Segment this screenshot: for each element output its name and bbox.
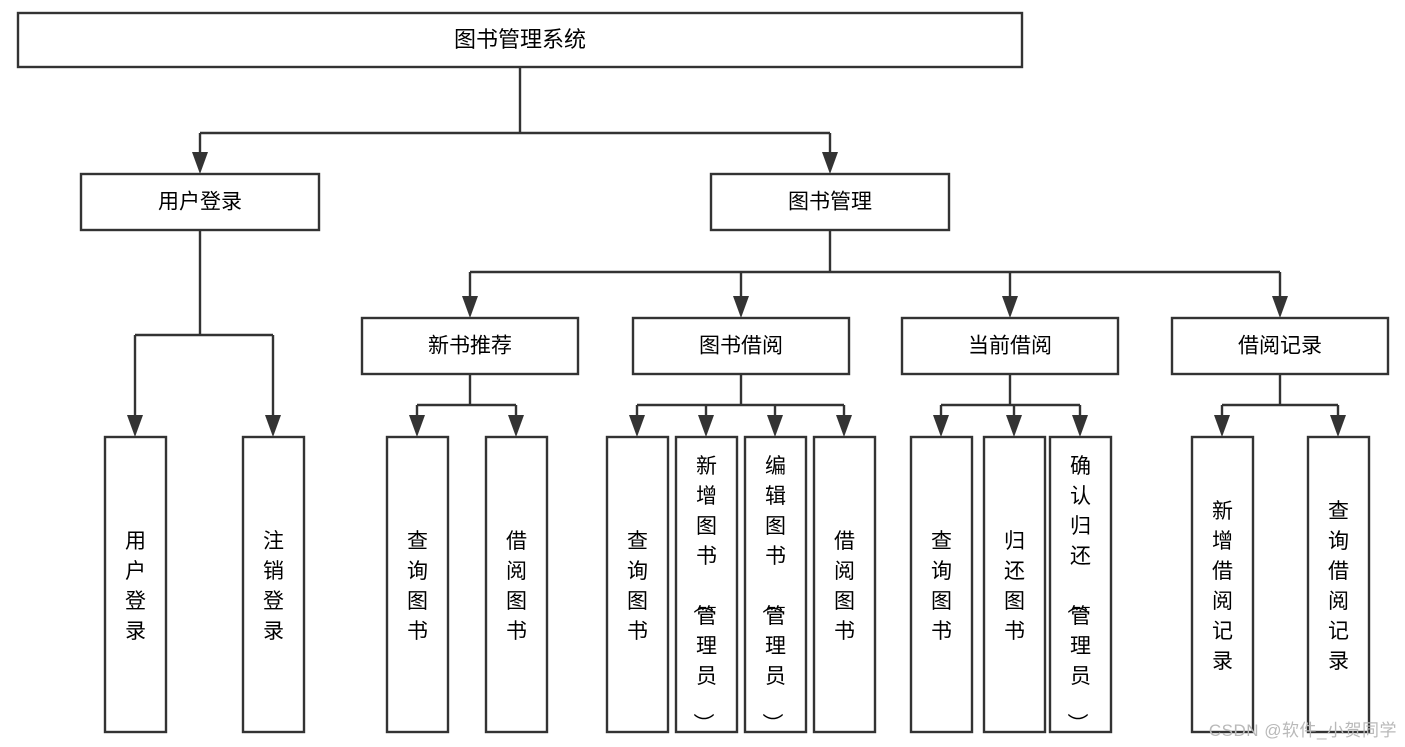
node-leaf-confirm-return[interactable]: 确认归还（管理员） bbox=[1048, 435, 1113, 734]
node-box-leaf-query-record[interactable] bbox=[1306, 435, 1371, 734]
node-label-user-login: 用户登录 bbox=[158, 191, 242, 214]
node-book-borrow[interactable]: 图书借阅 bbox=[631, 316, 851, 376]
node-label-leaf-borrow-book-1: 借阅图书 bbox=[506, 530, 527, 643]
node-box-borrow-record[interactable] bbox=[1170, 316, 1390, 376]
arrow-head-icon bbox=[733, 296, 749, 318]
node-new-book-recommend[interactable]: 新书推荐 bbox=[360, 316, 580, 376]
node-leaf-edit-book-admin[interactable]: 编辑图书（管理员） bbox=[743, 435, 808, 734]
node-borrow-record[interactable]: 借阅记录 bbox=[1170, 316, 1390, 376]
node-leaf-borrow-book-2[interactable]: 借阅图书 bbox=[812, 435, 877, 734]
connector-borrow-record bbox=[1214, 374, 1346, 437]
node-label-leaf-edit-book-admin: 编辑图书（管理员） bbox=[760, 455, 786, 734]
node-label-new-book-recommend: 新书推荐 bbox=[428, 335, 512, 358]
node-box-leaf-query-book-3[interactable] bbox=[909, 435, 974, 734]
arrow-head-icon bbox=[698, 415, 714, 437]
arrow-head-icon bbox=[409, 415, 425, 437]
node-box-book-borrow[interactable] bbox=[631, 316, 851, 376]
arrow-head-icon bbox=[1006, 415, 1022, 437]
node-box-leaf-add-book-admin[interactable] bbox=[674, 435, 739, 734]
node-box-leaf-return-book[interactable] bbox=[982, 435, 1047, 734]
connector-layer bbox=[127, 67, 1346, 437]
arrow-head-icon bbox=[265, 415, 281, 437]
node-label-leaf-query-record: 查询借阅记录 bbox=[1328, 500, 1349, 673]
node-box-leaf-add-record[interactable] bbox=[1190, 435, 1255, 734]
node-label-current-borrow: 当前借阅 bbox=[968, 335, 1052, 358]
arrow-head-icon bbox=[1072, 415, 1088, 437]
arrow-head-icon bbox=[1330, 415, 1346, 437]
arrow-head-icon bbox=[1214, 415, 1230, 437]
connector-book-manage bbox=[462, 230, 1288, 318]
connector-root bbox=[192, 67, 838, 174]
node-label-root: 图书管理系统 bbox=[454, 27, 586, 52]
node-label-borrow-record: 借阅记录 bbox=[1238, 335, 1322, 358]
arrow-head-icon bbox=[822, 152, 838, 174]
node-label-leaf-return-book: 归还图书 bbox=[1004, 530, 1025, 643]
node-label-leaf-user-login: 用户登录 bbox=[125, 530, 146, 643]
node-leaf-query-book-3[interactable]: 查询图书 bbox=[909, 435, 974, 734]
node-box-leaf-confirm-return[interactable] bbox=[1048, 435, 1113, 734]
connector-current-borrow bbox=[933, 374, 1088, 437]
arrow-head-icon bbox=[836, 415, 852, 437]
node-leaf-query-book-1[interactable]: 查询图书 bbox=[385, 435, 450, 734]
node-box-current-borrow[interactable] bbox=[900, 316, 1120, 376]
node-box-leaf-query-book-2[interactable] bbox=[605, 435, 670, 734]
node-box-leaf-logout[interactable] bbox=[241, 435, 306, 734]
node-label-leaf-confirm-return: 确认归还（管理员） bbox=[1065, 455, 1091, 734]
node-box-leaf-user-login[interactable] bbox=[103, 435, 168, 734]
node-box-leaf-edit-book-admin[interactable] bbox=[743, 435, 808, 734]
node-label-book-borrow: 图书借阅 bbox=[699, 335, 783, 358]
node-label-leaf-borrow-book-2: 借阅图书 bbox=[834, 530, 855, 643]
node-label-leaf-add-record: 新增借阅记录 bbox=[1212, 500, 1233, 673]
node-box-new-book-recommend[interactable] bbox=[360, 316, 580, 376]
connector-book-borrow bbox=[629, 374, 852, 437]
node-box-leaf-query-book-1[interactable] bbox=[385, 435, 450, 734]
node-leaf-logout[interactable]: 注销登录 bbox=[241, 435, 306, 734]
node-label-leaf-query-book-1: 查询图书 bbox=[407, 530, 428, 643]
node-leaf-query-book-2[interactable]: 查询图书 bbox=[605, 435, 670, 734]
node-label-book-manage: 图书管理 bbox=[788, 191, 872, 214]
connector-user-login bbox=[127, 230, 281, 437]
arrow-head-icon bbox=[127, 415, 143, 437]
arrow-head-icon bbox=[508, 415, 524, 437]
node-label-leaf-add-book-admin: 新增图书（管理员） bbox=[691, 455, 717, 734]
arrow-head-icon bbox=[629, 415, 645, 437]
node-book-manage[interactable]: 图书管理 bbox=[709, 172, 951, 232]
arrow-head-icon bbox=[1002, 296, 1018, 318]
node-label-leaf-logout: 注销登录 bbox=[263, 530, 284, 643]
node-box-leaf-borrow-book-2[interactable] bbox=[812, 435, 877, 734]
arrow-head-icon bbox=[192, 152, 208, 174]
arrow-head-icon bbox=[1272, 296, 1288, 318]
node-box-user-login[interactable] bbox=[79, 172, 321, 232]
node-leaf-user-login[interactable]: 用户登录 bbox=[103, 435, 168, 734]
node-user-login[interactable]: 用户登录 bbox=[79, 172, 321, 232]
node-label-leaf-query-book-2: 查询图书 bbox=[627, 530, 648, 643]
node-layer: 图书管理系统用户登录图书管理新书推荐图书借阅当前借阅借阅记录用户登录注销登录查询… bbox=[16, 11, 1390, 734]
arrow-head-icon bbox=[462, 296, 478, 318]
arrow-head-icon bbox=[767, 415, 783, 437]
node-leaf-add-record[interactable]: 新增借阅记录 bbox=[1190, 435, 1255, 734]
node-leaf-add-book-admin[interactable]: 新增图书（管理员） bbox=[674, 435, 739, 734]
node-current-borrow[interactable]: 当前借阅 bbox=[900, 316, 1120, 376]
node-box-root[interactable] bbox=[16, 11, 1024, 69]
arrow-head-icon bbox=[933, 415, 949, 437]
node-root[interactable]: 图书管理系统 bbox=[16, 11, 1024, 69]
node-leaf-borrow-book-1[interactable]: 借阅图书 bbox=[484, 435, 549, 734]
node-leaf-return-book[interactable]: 归还图书 bbox=[982, 435, 1047, 734]
connector-new-book-recommend bbox=[409, 374, 524, 437]
node-box-leaf-borrow-book-1[interactable] bbox=[484, 435, 549, 734]
node-box-book-manage[interactable] bbox=[709, 172, 951, 232]
node-label-leaf-query-book-3: 查询图书 bbox=[931, 530, 952, 643]
node-leaf-query-record[interactable]: 查询借阅记录 bbox=[1306, 435, 1371, 734]
